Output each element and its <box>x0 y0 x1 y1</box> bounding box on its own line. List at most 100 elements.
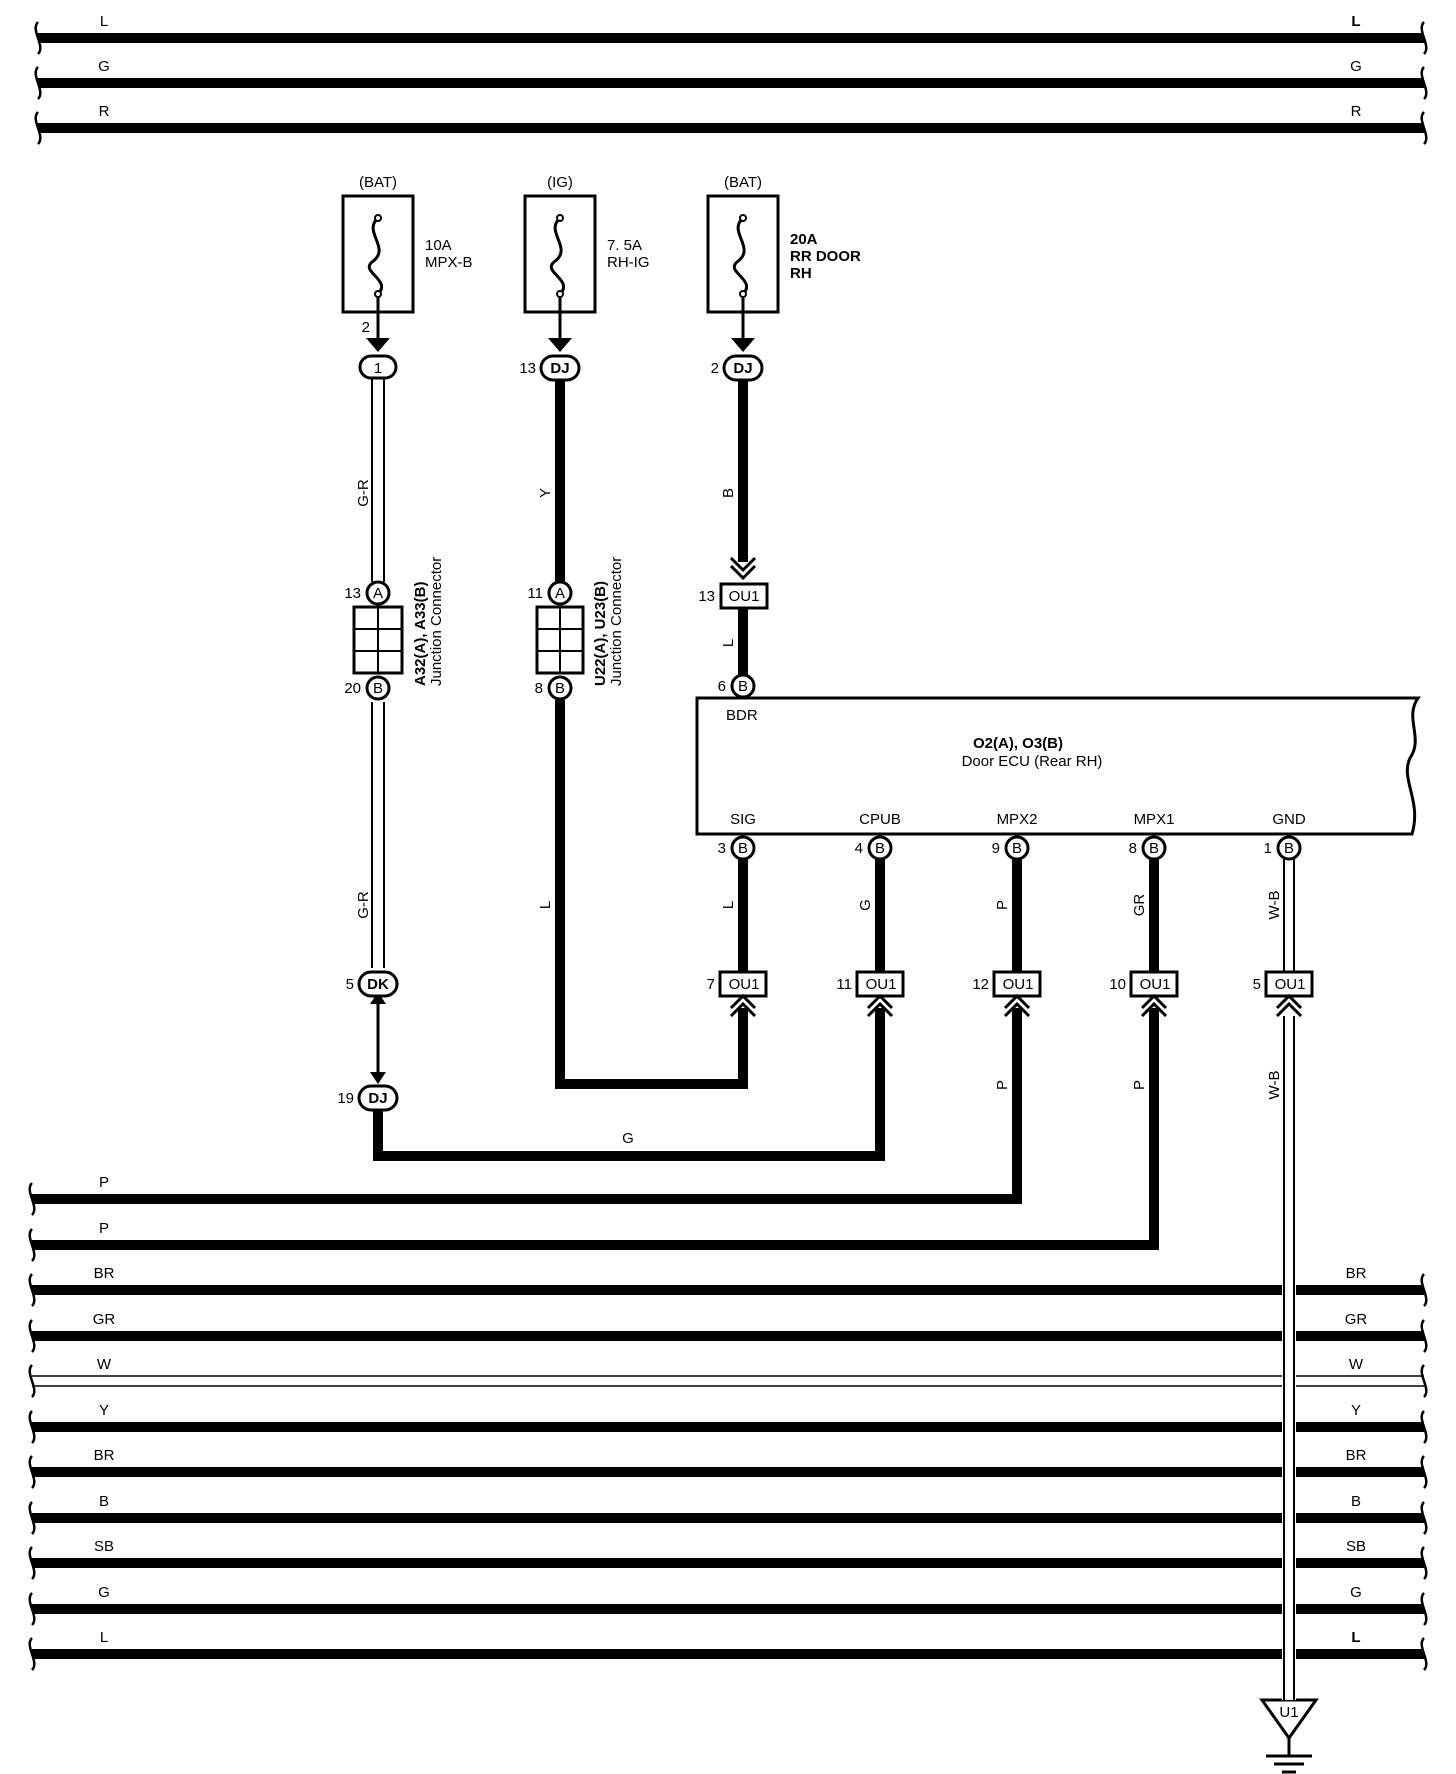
svg-text:B: B <box>738 678 748 695</box>
svg-text:13: 13 <box>344 585 361 602</box>
ground-u1: U1 <box>1259 1698 1319 1774</box>
arrow-down-icon <box>731 338 755 352</box>
terminal-pin-number: 8 <box>1129 840 1137 857</box>
wire-label: G <box>857 899 874 911</box>
ecu-subtitle: Door ECU (Rear RH) <box>962 753 1103 770</box>
bus-break-right <box>1420 21 1428 55</box>
fuse-icon <box>368 216 383 296</box>
door-ecu: BDR O2(A), O3(B) Door ECU (Rear RH) <box>695 696 1421 836</box>
bus-wire: P <box>28 1174 1017 1216</box>
junction-connector-u22-u23: A 11 B 8 U22(A), U23(B) Junction Connect… <box>527 557 625 701</box>
bus-label-right: GR <box>1345 1311 1368 1328</box>
connector-code: OU1 <box>729 976 760 993</box>
bus-label-left: P <box>99 1220 109 1237</box>
bus-break-right <box>1420 1637 1428 1671</box>
svg-text:19: 19 <box>337 1090 354 1107</box>
bus-wire: BR BR <box>28 1265 1428 1307</box>
bus-break-left <box>28 1364 36 1398</box>
wire-label-below: P <box>1131 1080 1148 1090</box>
terminal-name: MPX1 <box>1134 811 1175 828</box>
ecu-box <box>695 696 1421 836</box>
bus-label-left: G <box>98 58 110 75</box>
fuse-icon <box>550 216 565 296</box>
bus-break-right <box>1420 1501 1428 1535</box>
bus-label-left: P <box>99 1174 109 1191</box>
bus-break-left <box>34 21 42 55</box>
svg-text:A32(A), A33(B): A32(A), A33(B) <box>412 582 429 686</box>
fuse-mpx-b: (BAT) 10A MPX-B 2 <box>341 174 473 352</box>
fuse-pin: 2 <box>362 319 370 336</box>
chevron-down-icon <box>729 556 757 573</box>
wire-g <box>373 1008 885 1161</box>
wire-label: G-R <box>355 891 372 919</box>
wire-label-below: P <box>994 1080 1011 1090</box>
terminal-name: MPX2 <box>997 811 1038 828</box>
connector-code: OU1 <box>866 976 897 993</box>
chevron-up-icon <box>866 993 894 1010</box>
svg-text:U1: U1 <box>1279 1704 1298 1721</box>
bus-label-left: BR <box>94 1265 115 1282</box>
terminal-name: SIG <box>730 811 756 828</box>
connector-pin-number: 7 <box>707 976 715 993</box>
arrow-down-icon <box>370 1072 386 1084</box>
connector-dk-5: DK 5 <box>346 970 399 998</box>
bus-label-right: SB <box>1346 1538 1366 1555</box>
svg-text:U22(A), U23(B): U22(A), U23(B) <box>592 581 609 686</box>
bus-label-left: L <box>100 1629 108 1646</box>
wire-g-r <box>370 379 386 1084</box>
svg-text:DJ: DJ <box>733 360 752 377</box>
connector-dj-2: DJ 2 <box>711 354 764 382</box>
wire-label-below: W-B <box>1266 1071 1283 1100</box>
wire-label: Y <box>537 488 554 498</box>
bus-label-right: BR <box>1346 1265 1367 1282</box>
arrow-down-icon <box>548 338 572 352</box>
connector-dj-13: DJ 13 <box>519 354 581 382</box>
bus-break-right <box>1420 1319 1428 1353</box>
svg-text:11: 11 <box>527 585 543 602</box>
bus-break-right <box>1420 111 1428 145</box>
fuse-rating: 7. 5A <box>607 237 642 254</box>
bus-break-left <box>34 111 42 145</box>
bus-break-left <box>28 1546 36 1580</box>
chevron-up-icon <box>1003 993 1031 1010</box>
fuse-name: RR DOOR <box>790 248 861 265</box>
svg-text:13: 13 <box>519 360 536 377</box>
connector-pin-number: 12 <box>972 976 989 993</box>
bus-label-left: Y <box>99 1402 109 1419</box>
connector-code: OU1 <box>1003 976 1034 993</box>
terminal-code: B <box>875 840 885 857</box>
terminal-pin-number: 4 <box>855 840 863 857</box>
terminal-name: GND <box>1272 811 1306 828</box>
bus-break-left <box>28 1410 36 1444</box>
terminal-pin-number: 1 <box>1264 840 1272 857</box>
chevron-up-icon <box>1275 993 1303 1010</box>
bus-break-left <box>28 1501 36 1535</box>
svg-text:6: 6 <box>718 678 726 695</box>
bus-label-right: W <box>1349 1356 1364 1373</box>
fuse-source-label: (BAT) <box>724 174 762 191</box>
connector-code: OU1 <box>1140 976 1171 993</box>
fuse-icon <box>733 216 748 296</box>
fuse-rating: 20A <box>790 231 818 248</box>
wire-label: B <box>720 488 737 498</box>
terminal-name: CPUB <box>859 811 901 828</box>
svg-text:1: 1 <box>374 360 382 377</box>
bus-label-right: R <box>1351 103 1362 120</box>
svg-text:OU1: OU1 <box>729 588 760 605</box>
svg-text:A: A <box>373 585 383 602</box>
bus-label-right: L <box>1351 1629 1360 1646</box>
bus-label-left: W <box>97 1356 112 1373</box>
svg-text:DJ: DJ <box>550 360 569 377</box>
terminal-pin <box>1276 835 1302 861</box>
bus-label-left: GR <box>93 1311 116 1328</box>
bus-label-left: BR <box>94 1447 115 1464</box>
fuse-name-line2: RH <box>790 265 812 282</box>
connector-b-6: B 6 <box>718 673 756 699</box>
bus-label-left: B <box>99 1493 109 1510</box>
